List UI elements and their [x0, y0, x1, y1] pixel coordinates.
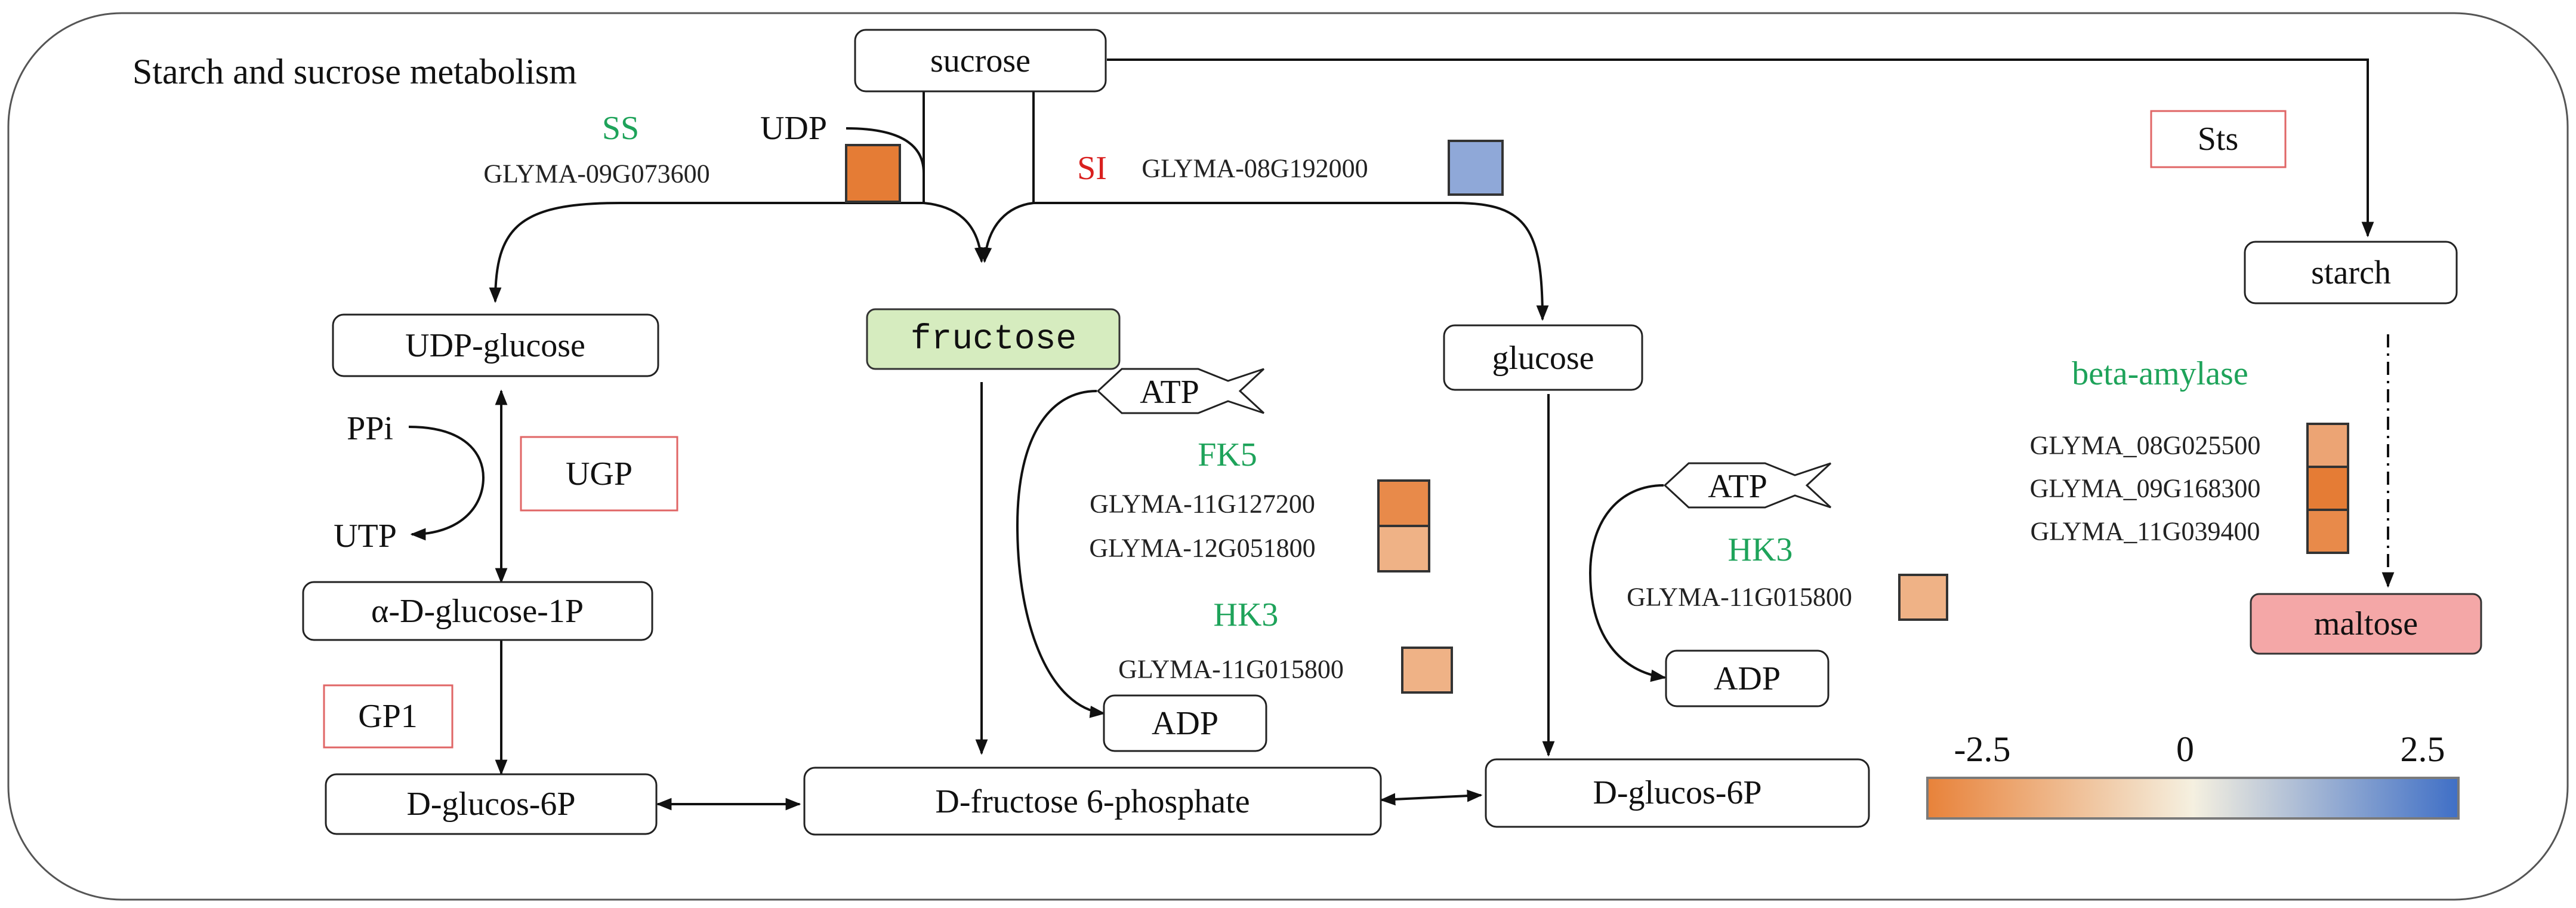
atp-star-left: ATP — [1096, 368, 1265, 414]
utp-label: UTP — [334, 518, 397, 555]
gene-id-bam-2: GLYMA_09G168300 — [2030, 474, 2261, 503]
heat-cell-bam-3 — [2306, 509, 2349, 554]
arrow-to-glucose — [1034, 202, 1549, 321]
enzyme-gp1-label: GP1 — [358, 698, 418, 735]
gene-id-si: GLYMA-08G192000 — [1142, 154, 1368, 183]
enzyme-label-ss: SS — [602, 110, 639, 147]
node-adp-right: ADP — [1665, 650, 1830, 707]
node-fructose-label: fructose — [911, 321, 1076, 359]
arrow-atp-to-adp-right — [1588, 484, 1667, 682]
atp-right-label: ATP — [1708, 468, 1767, 505]
ppi-label: PPi — [347, 410, 393, 447]
enzyme-label-hk3-right: HK3 — [1728, 531, 1793, 568]
gene-id-bam-3: GLYMA_11G039400 — [2030, 517, 2260, 546]
arrow-f6p-g6p-right — [1380, 789, 1483, 806]
node-sucrose-label: sucrose — [930, 42, 1031, 79]
gene-id-hk3-left: GLYMA-11G015800 — [1118, 655, 1344, 684]
heat-cell-hk3-left — [1401, 647, 1453, 694]
legend-gradient-bar — [1926, 777, 2460, 820]
node-udp-glucose-label: UDP-glucose — [405, 327, 585, 364]
arrow-ppi-to-utp — [408, 426, 485, 541]
node-fructose: fructose — [866, 308, 1121, 370]
diagram-title: Starch and sucrose metabolism — [132, 52, 577, 91]
enzyme-label-beta-amylase: beta-amylase — [2072, 355, 2248, 392]
atp-star-right: ATP — [1663, 462, 1832, 509]
node-glucos-6p-left-label: D-glucos-6P — [406, 786, 575, 823]
atp-left-label: ATP — [1140, 374, 1199, 411]
legend-min-label: -2.5 — [1954, 730, 2011, 769]
heat-cell-si — [1448, 140, 1504, 196]
node-alpha-glucose-1p: α-D-glucose-1P — [302, 581, 653, 641]
legend-mid-label: 0 — [2176, 730, 2194, 769]
node-glucose: glucose — [1443, 324, 1643, 391]
enzyme-box-ugp: UGP — [520, 436, 678, 512]
diagram-frame — [7, 12, 2569, 901]
enzyme-box-sts: Sts — [2150, 110, 2287, 168]
enzyme-box-gp1: GP1 — [323, 684, 454, 749]
udp-label: UDP — [760, 110, 827, 147]
gene-id-bam-1: GLYMA_08G025500 — [2030, 431, 2261, 460]
node-adp-left-label: ADP — [1152, 705, 1218, 742]
node-adp-left: ADP — [1103, 694, 1267, 752]
heat-cell-fk5-2 — [1377, 525, 1430, 572]
node-maltose: maltose — [2250, 593, 2482, 655]
enzyme-sts-label: Sts — [2198, 121, 2239, 158]
heat-cell-ss — [845, 144, 901, 203]
arrow-sucrose-to-starch — [1107, 59, 2374, 238]
gene-id-fk5-1: GLYMA-11G127200 — [1090, 490, 1315, 519]
node-udp-glucose: UDP-glucose — [332, 313, 659, 377]
heat-cell-bam-2 — [2306, 466, 2349, 511]
node-adp-right-label: ADP — [1714, 660, 1781, 697]
node-starch: starch — [2244, 241, 2458, 304]
node-alpha-glucose-1p-label: α-D-glucose-1P — [371, 593, 584, 630]
gene-id-hk3-right: GLYMA-11G015800 — [1627, 583, 1852, 612]
node-glucos-6p-right-label: D-glucos-6P — [1593, 774, 1761, 811]
node-sucrose: sucrose — [854, 29, 1107, 93]
enzyme-label-fk5: FK5 — [1198, 436, 1257, 473]
arrow-atp-to-adp-left — [1016, 390, 1106, 718]
arrow-to-udp-glucose — [489, 202, 924, 303]
gene-id-fk5-2: GLYMA-12G051800 — [1089, 534, 1315, 563]
node-glucose-label: glucose — [1492, 340, 1594, 377]
node-glucos-6p-left: D-glucos-6P — [325, 773, 658, 835]
arrow-si-to-fructose — [979, 202, 1034, 263]
node-maltose-label: maltose — [2314, 605, 2418, 642]
node-starch-label: starch — [2311, 254, 2391, 291]
legend-max-label: 2.5 — [2401, 730, 2445, 769]
enzyme-label-si: SI — [1077, 150, 1107, 187]
heat-cell-fk5-1 — [1377, 479, 1430, 527]
line-udp-curve — [846, 127, 925, 174]
heat-cell-hk3-right — [1898, 574, 1948, 621]
node-fructose-6-phosphate: D-fructose 6-phosphate — [803, 767, 1382, 836]
enzyme-label-hk3-left: HK3 — [1214, 596, 1279, 633]
gene-id-ss: GLYMA-09G073600 — [483, 159, 709, 189]
arrow-ss-to-fructose — [923, 202, 987, 263]
node-glucos-6p-right: D-glucos-6P — [1485, 758, 1870, 828]
color-scale-legend: -2.5 0 2.5 — [1926, 730, 2460, 820]
node-fructose-6-phosphate-label: D-fructose 6-phosphate — [935, 783, 1250, 820]
enzyme-ugp-label: UGP — [566, 455, 633, 493]
heat-cell-bam-1 — [2306, 423, 2349, 468]
